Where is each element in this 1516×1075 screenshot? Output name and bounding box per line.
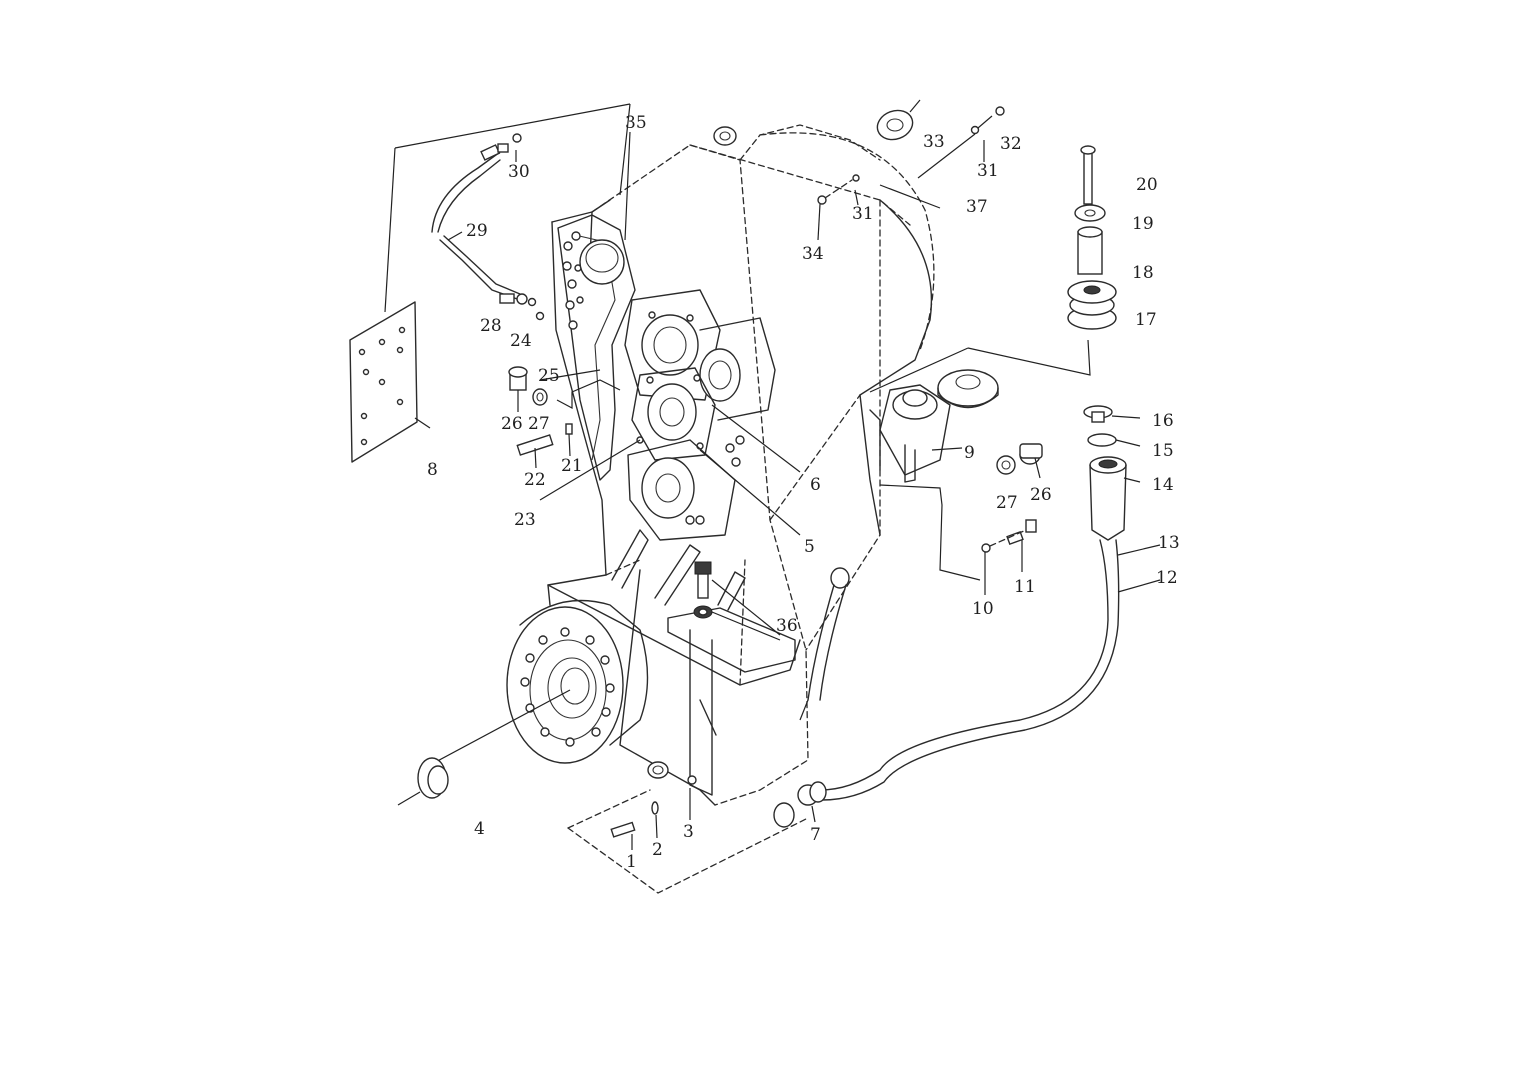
callout-31-lower: 31 xyxy=(852,204,874,224)
hose-36 xyxy=(799,567,850,721)
pin-22 xyxy=(516,434,554,469)
callout-37: 37 xyxy=(966,197,988,217)
oring-15 xyxy=(1087,433,1141,447)
washer-27-left xyxy=(532,388,548,406)
callout-27-right: 27 xyxy=(996,493,1018,513)
callout-34: 34 xyxy=(802,244,824,264)
callout-5: 5 xyxy=(804,537,815,557)
pump-plate-lower xyxy=(627,435,745,541)
flange-bolt-holes xyxy=(520,627,615,747)
mount-17 xyxy=(1067,280,1117,330)
seal-ring-4 xyxy=(397,757,449,806)
callout-12: 12 xyxy=(1156,568,1178,588)
callout-23: 23 xyxy=(514,510,536,530)
callout-28: 28 xyxy=(480,316,502,336)
mounting-bracket-9 xyxy=(869,384,951,483)
callout-10: 10 xyxy=(972,599,994,619)
front-cover-assembly xyxy=(557,214,776,541)
callout-26-left: 26 xyxy=(501,414,523,434)
cover-bolt-holes xyxy=(562,231,584,330)
callout-19: 19 xyxy=(1132,214,1154,234)
hose-12 xyxy=(819,539,1161,801)
washer-19 xyxy=(1074,204,1106,222)
callout-30: 30 xyxy=(508,162,530,182)
callout-15: 15 xyxy=(1152,441,1174,461)
cover-plate-8 xyxy=(349,103,631,463)
callout-18: 18 xyxy=(1132,263,1154,283)
callout-17: 17 xyxy=(1135,310,1157,330)
callout-29: 29 xyxy=(466,221,488,241)
callout-33: 33 xyxy=(923,132,945,152)
bolt-1 xyxy=(610,821,636,850)
pipe-29 xyxy=(431,133,545,321)
washer-2 xyxy=(651,801,659,839)
callout-labels: 1 2 3 4 5 6 7 8 9 10 11 12 13 14 15 16 1… xyxy=(427,113,1180,872)
callout-24: 24 xyxy=(510,331,532,351)
callout-1: 1 xyxy=(626,852,637,872)
callout-36: 36 xyxy=(776,616,798,636)
pump-plate-center xyxy=(631,367,716,461)
rubber-mount-lower xyxy=(937,369,999,409)
bolt-36 xyxy=(693,561,781,641)
pump-plate-right xyxy=(699,317,776,421)
fitting-10-11 xyxy=(981,519,1037,595)
callout-2: 2 xyxy=(652,840,663,860)
flange-7 xyxy=(773,781,827,828)
callout-9: 9 xyxy=(964,443,975,463)
callout-25: 25 xyxy=(538,366,560,386)
fitting-26-right xyxy=(1019,443,1043,479)
pin-21 xyxy=(565,423,573,457)
fitting-26-left xyxy=(508,366,528,412)
filter-14 xyxy=(1089,456,1141,541)
callout-31-upper: 31 xyxy=(977,161,999,181)
screw-31-32 xyxy=(879,106,1005,209)
callout-6: 6 xyxy=(810,475,821,495)
cap-33 xyxy=(876,99,921,141)
transmission-housing xyxy=(547,124,935,894)
callout-16: 16 xyxy=(1152,411,1174,431)
sleeve-18 xyxy=(1077,226,1103,275)
callout-7: 7 xyxy=(810,825,821,845)
washer-27-right xyxy=(996,455,1016,475)
pump-plate-upper xyxy=(624,289,721,401)
callout-14: 14 xyxy=(1152,475,1174,495)
output-flange xyxy=(429,599,649,766)
callout-4: 4 xyxy=(474,819,485,839)
cap-35 xyxy=(579,239,625,285)
callout-8: 8 xyxy=(427,460,438,480)
callout-11: 11 xyxy=(1014,577,1036,597)
callout-32: 32 xyxy=(1000,134,1022,154)
callout-13: 13 xyxy=(1158,533,1180,553)
bolt-20 xyxy=(1080,145,1096,205)
cap-16 xyxy=(1083,405,1141,423)
bolt-34 xyxy=(817,174,860,241)
callout-35: 35 xyxy=(625,113,647,133)
callout-22: 22 xyxy=(524,470,546,490)
callout-26-right: 26 xyxy=(1030,485,1052,505)
callout-21: 21 xyxy=(561,456,583,476)
callout-27-left: 27 xyxy=(528,414,550,434)
callout-20: 20 xyxy=(1136,175,1158,195)
callout-3: 3 xyxy=(683,822,694,842)
